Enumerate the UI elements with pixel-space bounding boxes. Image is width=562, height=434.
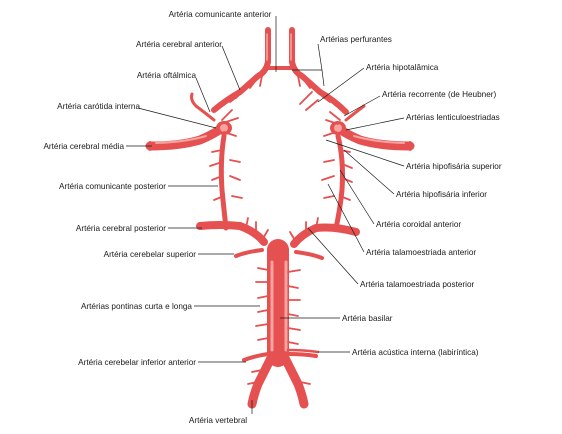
label-pontinas: Artérias pontinas curta e longa [81, 302, 192, 311]
label-cerebelar-inferior-anterior: Artéria cerebelar inferior anterior [78, 358, 196, 367]
arteries [145, 27, 415, 409]
label-cerebelar-superior: Artéria cerebelar superior [104, 250, 197, 259]
label-hipofisaria-superior: Artéria hipofisária superior [406, 162, 502, 171]
label-basilar: Artéria basilar [342, 314, 393, 323]
ophthalmic-right [344, 104, 366, 122]
label-lenticuloestriadas: Artérias lenticuloestriadas [406, 113, 500, 122]
label-cerebral-media: Artéria cerebral média [43, 142, 124, 151]
superior-cerebellar-left [234, 248, 264, 258]
anterior-inferior-cerebellar-right [286, 352, 318, 358]
label-talamoestriada-posterior: Artéria talamoestriada posterior [360, 280, 474, 289]
label-comunicante-posterior: Artéria comunicante posterior [59, 182, 166, 191]
label-perfurantes: Artérias perfurantes [320, 35, 392, 44]
posterior-cerebral-right [290, 223, 360, 248]
label-comunicante-anterior: Artéria comunicante anterior [169, 10, 272, 19]
leader-lines [126, 16, 405, 414]
anterior-inferior-cerebellar-left [242, 352, 270, 362]
label-vertebral: Artéria vertebral [189, 416, 247, 425]
label-recorrente: Artéria recorrente (de Heubner) [382, 90, 496, 99]
label-cerebral-anterior: Artéria cerebral anterior [136, 40, 222, 49]
label-cerebral-posterior: Artéria cerebral posterior [76, 224, 166, 233]
anterior-cerebral-left-trunk [211, 27, 271, 113]
anterior-cerebral-right-trunk [289, 27, 349, 115]
label-hipofisaria-inferior: Artéria hipofisária inferior [396, 190, 487, 199]
posterior-cerebral-left [196, 221, 268, 246]
vertebral-left [247, 351, 277, 409]
small-branches [209, 75, 353, 385]
superior-cerebellar-right [294, 250, 324, 260]
label-oftalmica: Artéria oftálmica [137, 71, 197, 80]
label-carotida-interna: Artéria carótida interna [57, 102, 140, 111]
label-acustica-interna: Artéria acústica interna (labiríntica) [352, 348, 479, 357]
labels: Artéria comunicante anterior Artéria cer… [43, 10, 501, 425]
labyrinthine-artery [286, 348, 320, 354]
vertebral-right [279, 351, 309, 409]
middle-cerebral-left [145, 123, 227, 151]
ophthalmic-left [190, 92, 216, 122]
label-talamoestriada-anterior: Artéria talamoestriada anterior [366, 248, 476, 257]
label-coroidal-anterior: Artéria coroidal anterior [376, 220, 461, 229]
label-hipotalamica: Artéria hipotalâmica [366, 63, 439, 72]
